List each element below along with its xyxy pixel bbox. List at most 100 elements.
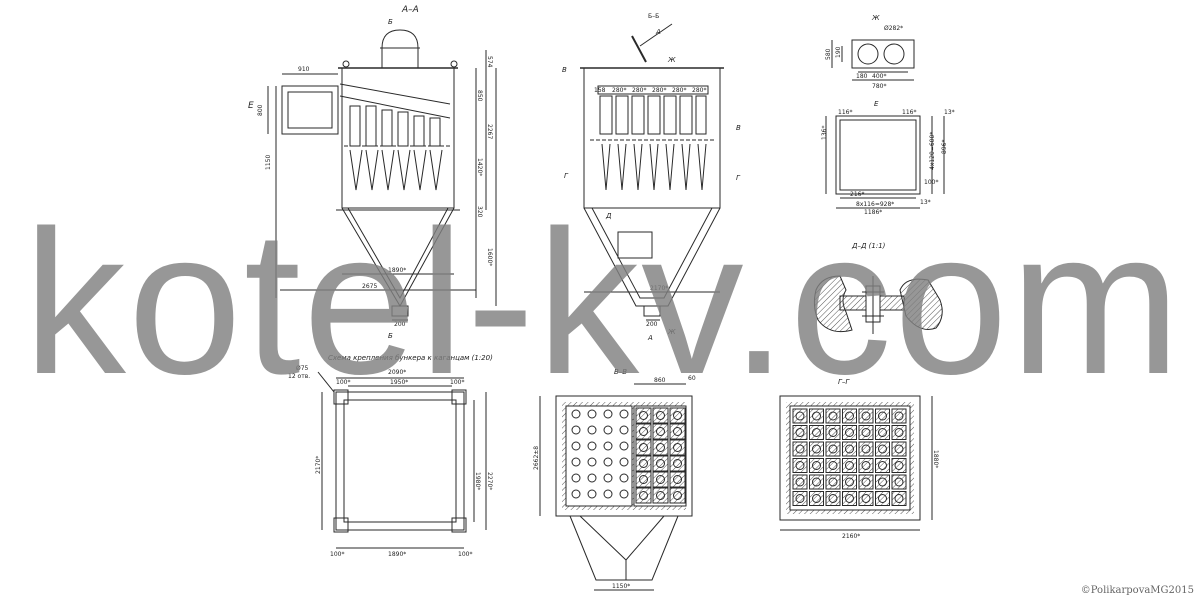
sleeve-cell bbox=[842, 441, 857, 457]
label-dd: Д–Д (1:1) bbox=[851, 242, 886, 250]
sleeve-opening bbox=[571, 457, 581, 467]
dim-200-aa: 200 bbox=[394, 321, 406, 328]
sleeve-opening bbox=[639, 443, 648, 452]
sleeve-opening bbox=[795, 477, 805, 487]
sleeve-cell bbox=[842, 425, 857, 440]
sleeve-opening bbox=[639, 427, 648, 436]
sleeve-opening bbox=[639, 491, 648, 500]
dim-800: 800 bbox=[257, 104, 264, 116]
sleeve-opening bbox=[639, 411, 648, 420]
sleeve-cell bbox=[635, 439, 652, 456]
dim-sc-100a: 100* bbox=[336, 379, 350, 386]
sleeve-cell bbox=[809, 425, 824, 440]
dim-e-100: 100* bbox=[924, 179, 938, 186]
sleeve-cell bbox=[792, 491, 808, 506]
sleeve-opening bbox=[861, 461, 871, 470]
sleeve-cell bbox=[792, 441, 808, 457]
sleeve-cell bbox=[875, 425, 890, 440]
sleeve-cell bbox=[891, 408, 907, 424]
sleeve-opening bbox=[894, 494, 904, 503]
sleeve-opening bbox=[571, 473, 581, 483]
sleeve-cell bbox=[792, 425, 808, 440]
sleeve-cell bbox=[825, 408, 841, 424]
sleeve-opening bbox=[812, 494, 821, 503]
dim-bb-280-a: 280* bbox=[612, 87, 626, 94]
dim-sc-1980: 1980* bbox=[474, 472, 481, 490]
dim-zh-580: 580 bbox=[825, 48, 832, 60]
sleeve-opening bbox=[673, 475, 682, 484]
marker-v-right: В bbox=[736, 124, 741, 132]
sleeve-opening bbox=[795, 494, 805, 503]
sleeve-opening bbox=[587, 489, 597, 499]
dim-sc-2090: 2090* bbox=[388, 369, 406, 376]
sleeve-opening bbox=[587, 425, 597, 435]
sleeve-opening bbox=[828, 477, 838, 487]
sleeve-cell bbox=[825, 458, 841, 473]
sleeve-opening bbox=[812, 411, 821, 421]
marker-b-top: Б bbox=[388, 18, 393, 26]
view-bb bbox=[580, 23, 724, 321]
label-scheme: Схема крепления бункера к каганцам (1:20… bbox=[328, 354, 493, 362]
dim-e-1186: 1186* bbox=[864, 209, 882, 216]
sleeve-opening bbox=[673, 427, 682, 436]
sleeve-opening bbox=[861, 428, 871, 437]
dim-1890: 1890* bbox=[388, 267, 406, 274]
sleeve-opening bbox=[828, 494, 838, 503]
sleeve-opening bbox=[603, 473, 613, 483]
marker-e: Е bbox=[248, 101, 254, 111]
sleeve-opening bbox=[828, 444, 838, 454]
label-vv: В–В bbox=[614, 368, 627, 376]
marker-d: Д bbox=[605, 212, 612, 220]
sleeve-opening bbox=[861, 411, 871, 421]
sleeve-opening bbox=[828, 428, 838, 437]
dim-vv-2662: 2662±8 bbox=[533, 446, 540, 470]
sleeve-cell bbox=[891, 441, 907, 457]
sleeve-cell bbox=[635, 487, 652, 504]
sleeve-opening bbox=[619, 489, 629, 499]
sleeve-opening bbox=[795, 428, 805, 437]
sleeve-cell bbox=[858, 441, 874, 457]
sleeve-opening bbox=[845, 494, 854, 503]
sleeve-cell bbox=[875, 491, 890, 506]
marker-zh-bottom: Ж bbox=[667, 328, 676, 336]
dim-bb-200: 200 bbox=[646, 321, 658, 328]
sleeve-opening bbox=[673, 411, 682, 420]
sleeve-opening bbox=[587, 457, 597, 467]
sleeve-cell bbox=[652, 455, 669, 472]
sleeve-opening bbox=[878, 461, 887, 470]
sleeve-cell bbox=[842, 491, 857, 506]
dim-sc-12: 12 отв. bbox=[288, 373, 310, 380]
dim-bb-280-c: 280* bbox=[652, 87, 666, 94]
dim-1600: 1600* bbox=[486, 248, 493, 266]
dim-gg-2160: 2160* bbox=[842, 533, 860, 540]
sleeve-cell bbox=[891, 491, 907, 506]
marker-g-right: Г bbox=[736, 174, 741, 182]
sleeve-opening bbox=[619, 425, 629, 435]
sleeve-opening bbox=[619, 441, 629, 451]
sleeve-opening bbox=[673, 459, 682, 468]
dim-910: 910 bbox=[298, 66, 310, 73]
sleeve-opening bbox=[812, 477, 821, 487]
marker-a-top: А bbox=[655, 28, 661, 36]
marker-zh-top: Ж bbox=[667, 56, 676, 64]
sleeve-cell bbox=[669, 471, 686, 488]
label-aa: А–А bbox=[401, 5, 419, 15]
dim-sc-1950: 1950* bbox=[390, 379, 408, 386]
dim-bb-158: 158 bbox=[594, 87, 606, 94]
sleeve-cell bbox=[825, 425, 841, 440]
sleeve-cell bbox=[842, 408, 857, 424]
sleeve-opening bbox=[656, 427, 665, 436]
sleeve-cell bbox=[809, 441, 824, 457]
marker-a-bottom: А bbox=[647, 334, 653, 342]
sleeve-cell bbox=[652, 487, 669, 504]
sleeve-opening bbox=[894, 461, 904, 470]
sleeve-cell bbox=[635, 455, 652, 472]
sleeve-opening bbox=[656, 443, 665, 452]
sleeve-cell bbox=[809, 474, 824, 490]
sleeve-cell bbox=[635, 471, 652, 488]
sleeve-cell bbox=[652, 471, 669, 488]
sleeve-opening bbox=[878, 444, 887, 454]
sleeve-opening bbox=[603, 489, 613, 499]
sleeve-opening bbox=[571, 409, 581, 419]
marker-v-left: В bbox=[562, 66, 567, 74]
